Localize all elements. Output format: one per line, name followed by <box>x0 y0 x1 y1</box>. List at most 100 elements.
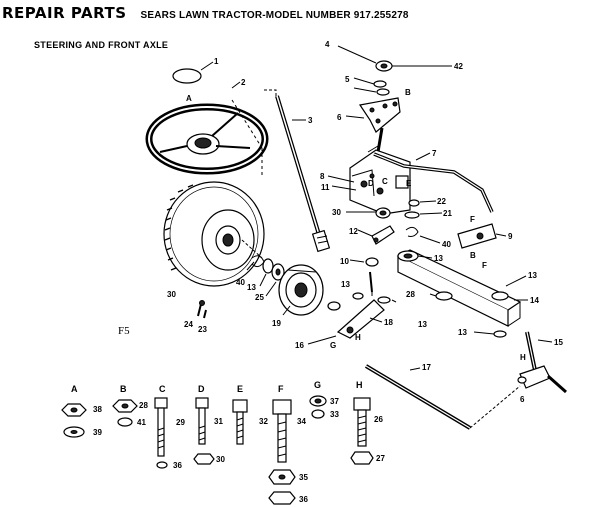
figure-code: F5 <box>118 325 130 337</box>
callout-6-spindle: 6 <box>520 395 525 404</box>
hw-G-num2: 33 <box>330 410 339 419</box>
part-front-axle <box>396 249 522 338</box>
part-spindle-right <box>517 331 567 394</box>
callout-30-tire: 30 <box>167 290 176 299</box>
hw-F-num3: 36 <box>299 495 308 504</box>
callout-13-f: 13 <box>247 283 256 292</box>
callout-13-a: 13 <box>434 254 443 263</box>
ref-letter-B: B <box>405 88 411 97</box>
callout-11: 11 <box>321 183 330 192</box>
hardware-B <box>112 399 138 427</box>
hw-label-H: H <box>356 380 363 390</box>
part-tire-wheel <box>163 181 265 287</box>
ref-letter-H2: H <box>520 353 526 362</box>
callout-40-upper: 40 <box>442 240 451 249</box>
callout-30-upper: 30 <box>332 208 341 217</box>
callout-13-d: 13 <box>418 320 427 329</box>
hw-F-num1: 34 <box>297 417 306 426</box>
callout-4: 4 <box>325 40 330 49</box>
callout-16: 16 <box>295 341 304 350</box>
callout-22: 22 <box>437 197 446 206</box>
page-title: REPAIR PARTS <box>2 4 127 22</box>
callout-28: 28 <box>406 290 415 299</box>
part-hub-hardware <box>251 255 285 281</box>
callout-13-b: 13 <box>528 271 537 280</box>
callout-9: 9 <box>508 232 513 241</box>
callout-40-lower: 40 <box>236 278 245 287</box>
hw-C-num1: 29 <box>176 418 185 427</box>
part-drag-link <box>367 145 494 213</box>
hw-label-C: C <box>159 384 166 394</box>
hardware-F <box>268 399 296 505</box>
hw-label-A: A <box>71 384 78 394</box>
part-small-bolt <box>197 300 207 319</box>
callout-25: 25 <box>255 293 264 302</box>
hw-B-num1: 28 <box>139 401 148 410</box>
ref-letter-E: E <box>406 179 412 188</box>
hw-H-num2: 27 <box>376 454 385 463</box>
hw-label-F: F <box>278 384 284 394</box>
part-nut <box>365 257 379 267</box>
callout-8: 8 <box>320 172 325 181</box>
hw-B-num2: 41 <box>137 418 146 427</box>
hw-D-num1: 31 <box>214 417 223 426</box>
ref-letter-H: H <box>355 333 361 342</box>
callout-2: 2 <box>241 78 246 87</box>
callout-14: 14 <box>530 296 539 305</box>
callout-17: 17 <box>422 363 431 372</box>
hw-label-D: D <box>198 384 205 394</box>
hw-A-num2: 39 <box>93 428 102 437</box>
hardware-A <box>61 403 87 438</box>
part-spindle-left <box>327 271 391 339</box>
hardware-C <box>154 397 168 469</box>
section-title: STEERING AND FRONT AXLE <box>34 40 169 50</box>
callout-24: 24 <box>184 320 193 329</box>
callout-7: 7 <box>432 149 437 158</box>
callout-42: 42 <box>454 62 463 71</box>
callout-13-e: 13 <box>341 280 350 289</box>
hw-label-G: G <box>314 380 321 390</box>
ref-letter-F2: F <box>482 261 487 270</box>
callout-12: 12 <box>349 227 358 236</box>
part-steering-gear-assembly <box>349 60 420 219</box>
ref-letter-B2: B <box>470 251 476 260</box>
page-header: REPAIR PARTS SEARS LAWN TRACTOR-MODEL NU… <box>2 4 409 22</box>
callout-10: 10 <box>340 257 349 266</box>
ref-letter-A: A <box>186 94 192 103</box>
hw-C-num2: 36 <box>173 461 182 470</box>
hw-D-num2: 30 <box>216 455 225 464</box>
callout-3: 3 <box>308 116 313 125</box>
callout-19: 19 <box>272 319 281 328</box>
hw-A-num1: 38 <box>93 405 102 414</box>
hardware-E <box>232 399 248 445</box>
callout-1: 1 <box>214 57 219 66</box>
callout-13-c: 13 <box>458 328 467 337</box>
ref-letter-F: F <box>470 215 475 224</box>
part-steering-shaft <box>264 89 331 253</box>
callout-18: 18 <box>384 318 393 327</box>
part-wheel-hub <box>278 264 324 316</box>
hw-F-num2: 35 <box>299 473 308 482</box>
hw-label-B: B <box>120 384 127 394</box>
ref-letter-C: C <box>382 177 388 186</box>
ref-letter-D: D <box>368 179 374 188</box>
callout-5: 5 <box>345 75 350 84</box>
hardware-D <box>193 397 215 465</box>
callout-6: 6 <box>337 113 342 122</box>
callout-15: 15 <box>554 338 563 347</box>
callout-21: 21 <box>443 209 452 218</box>
part-tie-rod <box>364 364 521 430</box>
hw-E-num1: 32 <box>259 417 268 426</box>
hw-H-num1: 26 <box>374 415 383 424</box>
hardware-G <box>309 395 327 419</box>
hw-G-num1: 37 <box>330 397 339 406</box>
model-subtitle: SEARS LAWN TRACTOR-MODEL NUMBER 917.2552… <box>140 10 409 21</box>
ref-letter-G: G <box>330 341 336 350</box>
part-spindle-arm <box>371 223 497 249</box>
part-cap <box>172 68 202 84</box>
hw-label-E: E <box>237 384 243 394</box>
part-steering-wheel <box>145 99 269 175</box>
callout-23: 23 <box>198 325 207 334</box>
hardware-H <box>350 397 374 465</box>
